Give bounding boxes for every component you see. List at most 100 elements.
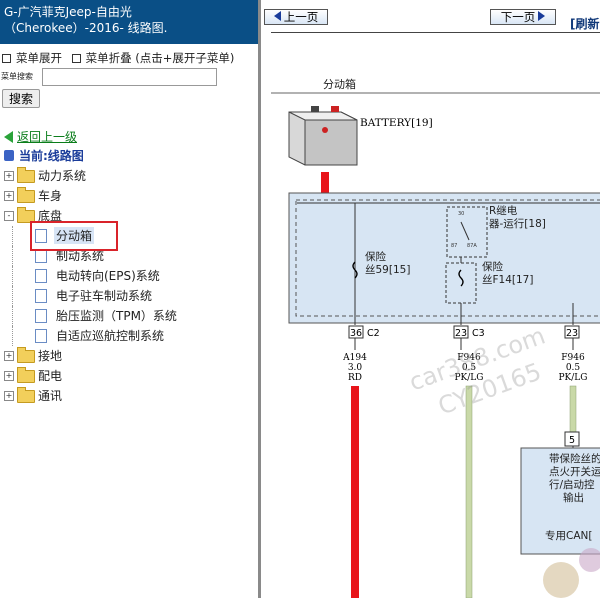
wire-code: A194 xyxy=(342,353,367,363)
menu-controls: 菜单展开 菜单折叠 (点击+展开子菜单) xyxy=(2,50,234,66)
divider-line xyxy=(271,32,600,33)
wire-code: F946 xyxy=(457,353,481,363)
expand-toggle-icon[interactable]: + xyxy=(4,191,14,201)
pin-number: 23 xyxy=(566,328,578,339)
battery-icon xyxy=(288,106,358,166)
location-icon xyxy=(4,150,14,161)
module-can-label: 专用CAN[ xyxy=(545,529,592,542)
expand-toggle-icon[interactable]: + xyxy=(4,351,14,361)
pin-number: 36 xyxy=(350,328,362,339)
wire-gauge: 0.5 xyxy=(566,363,581,373)
search-label: 菜单搜索 xyxy=(1,72,33,81)
document-icon xyxy=(35,249,47,263)
relay-label-line1: R继电 xyxy=(489,204,518,217)
header-title-line1: G-广汽菲克Jeep-自由光 xyxy=(4,5,132,19)
connector-label: C2 xyxy=(367,328,380,339)
collapse-icon[interactable] xyxy=(71,54,81,63)
prev-arrow-icon xyxy=(273,11,281,21)
module-text-2: 点火开关运 xyxy=(549,465,600,478)
next-page-label: 下一页 xyxy=(500,10,536,24)
folder-icon xyxy=(17,387,35,403)
header-title-line2: （Cherokee）-2016- 线路图. xyxy=(4,21,168,35)
pane-splitter[interactable] xyxy=(258,0,261,598)
menu-expand-link[interactable]: 菜单展开 xyxy=(16,51,62,65)
document-icon xyxy=(35,269,47,283)
tree-item-label[interactable]: 车身 xyxy=(38,189,63,203)
expand-toggle-icon[interactable]: + xyxy=(4,171,14,181)
document-icon xyxy=(35,229,47,243)
wiring-diagram: 分动箱 BATTERY[19] 30 87 87A R继电 器-运行[18] 保… xyxy=(271,77,600,598)
relay-label-line2: 器-运行[18] xyxy=(489,217,546,230)
fuseF14-label-line1: 保险 xyxy=(482,260,503,273)
prev-page-button[interactable]: 上一页 xyxy=(264,9,328,25)
back-link-label[interactable]: 返回上一级 xyxy=(17,130,78,144)
fuse59-label-line2: 丝59[15] xyxy=(365,264,410,276)
relay-symbol xyxy=(446,206,488,258)
app-header: G-广汽菲克Jeep-自由光 （Cherokee）-2016- 线路图. xyxy=(0,0,258,44)
tree-leaf-label[interactable]: 电动转向(EPS)系统 xyxy=(56,269,160,283)
folder-icon xyxy=(17,347,35,363)
tree-leaf-label[interactable]: 胎压监测（TPM）系统 xyxy=(56,309,177,323)
relay-pin-30: 30 xyxy=(458,211,464,217)
fuse-symbol xyxy=(352,261,358,279)
current-location-label: 当前:线路图 xyxy=(19,149,84,163)
back-link[interactable]: 返回上一级 xyxy=(4,128,77,145)
prev-page-label: 上一页 xyxy=(283,10,319,24)
document-icon xyxy=(35,289,47,303)
wire-red-top xyxy=(321,172,329,194)
folder-icon xyxy=(17,367,35,383)
connector-label: C3 xyxy=(472,328,485,339)
fuse-symbol xyxy=(458,269,464,287)
battery-label: BATTERY[19] xyxy=(360,117,433,129)
folder-icon xyxy=(17,167,35,183)
next-arrow-icon xyxy=(538,11,546,21)
expand-toggle-icon[interactable]: + xyxy=(4,391,14,401)
wire-pklg xyxy=(569,385,577,433)
search-input[interactable] xyxy=(42,68,217,86)
expand-toggle-icon[interactable]: + xyxy=(4,371,14,381)
search-button[interactable]: 搜索 xyxy=(2,89,40,108)
tree-leaf-label[interactable]: 自适应巡航控制系统 xyxy=(56,329,165,343)
module-text-3: 行/启动控 xyxy=(549,478,595,491)
relay-pin-87a: 87A xyxy=(467,243,477,249)
relay-pin-87: 87 xyxy=(451,243,457,249)
wire-code: F946 xyxy=(561,353,585,363)
fuse59-label-line1: 保险 xyxy=(365,250,386,263)
next-page-button[interactable]: 下一页 xyxy=(490,9,556,25)
tree-leaf-label[interactable]: 电子驻车制动系统 xyxy=(56,289,153,303)
refresh-link[interactable]: [刷新 xyxy=(570,17,600,31)
module-pin-number: 5 xyxy=(569,435,575,446)
document-icon xyxy=(35,329,47,343)
collapse-toggle-icon[interactable]: - xyxy=(4,211,14,221)
tree-item-label[interactable]: 底盘 xyxy=(38,209,63,223)
folder-icon xyxy=(17,187,35,203)
pin-number: 23 xyxy=(455,328,467,339)
tree-item-label[interactable]: 接地 xyxy=(38,349,63,363)
menu-collapse-link[interactable]: 菜单折叠 (点击+展开子菜单) xyxy=(85,51,235,65)
module-text-1: 带保险丝的 xyxy=(549,452,600,465)
tree-leaf-label[interactable]: 分动箱 xyxy=(54,227,95,244)
diagram-title: 分动箱 xyxy=(323,77,356,91)
expand-icon[interactable] xyxy=(2,54,11,63)
wire-gauge: 3.0 xyxy=(348,363,363,373)
tree-leaf-label[interactable]: 制动系统 xyxy=(56,249,105,263)
selection-highlight-box xyxy=(30,221,118,251)
document-icon xyxy=(35,309,47,323)
menu-panel: G-广汽菲克Jeep-自由光 （Cherokee）-2016- 线路图. 菜单展… xyxy=(0,0,258,598)
wire-red xyxy=(351,386,359,598)
wire-gauge: 0.5 xyxy=(462,363,477,373)
module-text-4: 输出 xyxy=(563,491,584,504)
wire-color: PK/LG xyxy=(559,373,588,383)
back-arrow-icon xyxy=(4,131,13,143)
control-module xyxy=(520,447,600,555)
tree-item-label[interactable]: 动力系统 xyxy=(38,169,87,183)
wire-color: PK/LG xyxy=(455,373,484,383)
watermark-logo-icon xyxy=(543,562,579,598)
distribution-box xyxy=(288,192,600,324)
diagram-panel: 上一页 下一页 [刷新 分动箱 BATTERY[19] 30 87 87A xyxy=(261,0,600,598)
open-folder-icon xyxy=(17,207,35,223)
current-location: 当前:线路图 xyxy=(4,147,84,164)
tree-item-label[interactable]: 配电 xyxy=(38,369,63,383)
tree-item-label[interactable]: 通讯 xyxy=(38,389,63,403)
wire-pklg xyxy=(465,385,473,598)
